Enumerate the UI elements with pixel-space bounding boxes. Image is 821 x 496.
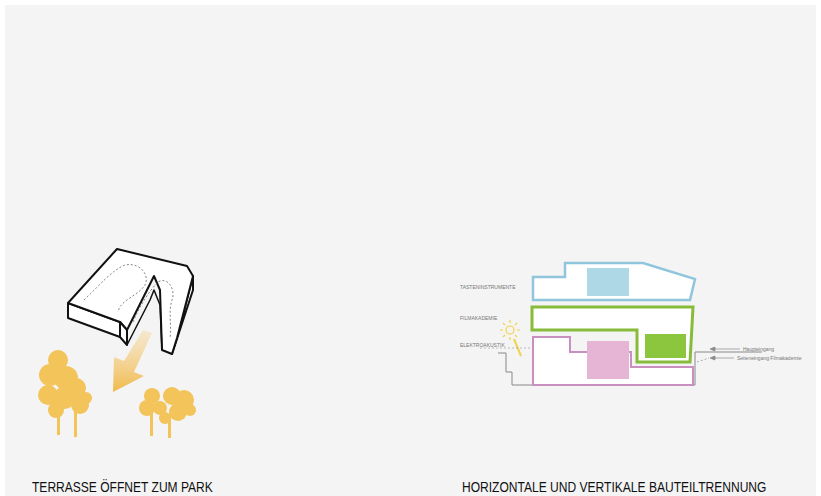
entrance-label: Haupteingang [743,347,774,352]
green-room [645,334,686,358]
entrance-arrows [697,347,740,362]
top-volume [533,263,695,300]
blue-room [587,268,629,296]
entrance-label: Seiteneingang Filmakademie [737,356,801,361]
trees [38,350,196,438]
pink-room [587,341,629,379]
building-massing [68,249,193,354]
volume-label: ELEKTROAKUSTIK [460,343,505,348]
bottom-volume [533,337,693,385]
sun-symbol [500,320,521,356]
dashed-path [84,265,173,338]
caption: TERRASSE ÖFFNET ZUM PARK [32,480,213,494]
volume-label: FILMAKADEMIE [460,316,497,321]
volume-label: TASTENINSTRUMENTE [460,285,515,290]
view-arrow [113,330,152,392]
caption: HORIZONTALE UND VERTIKALE BAUTEILTRENNUN… [462,480,766,494]
